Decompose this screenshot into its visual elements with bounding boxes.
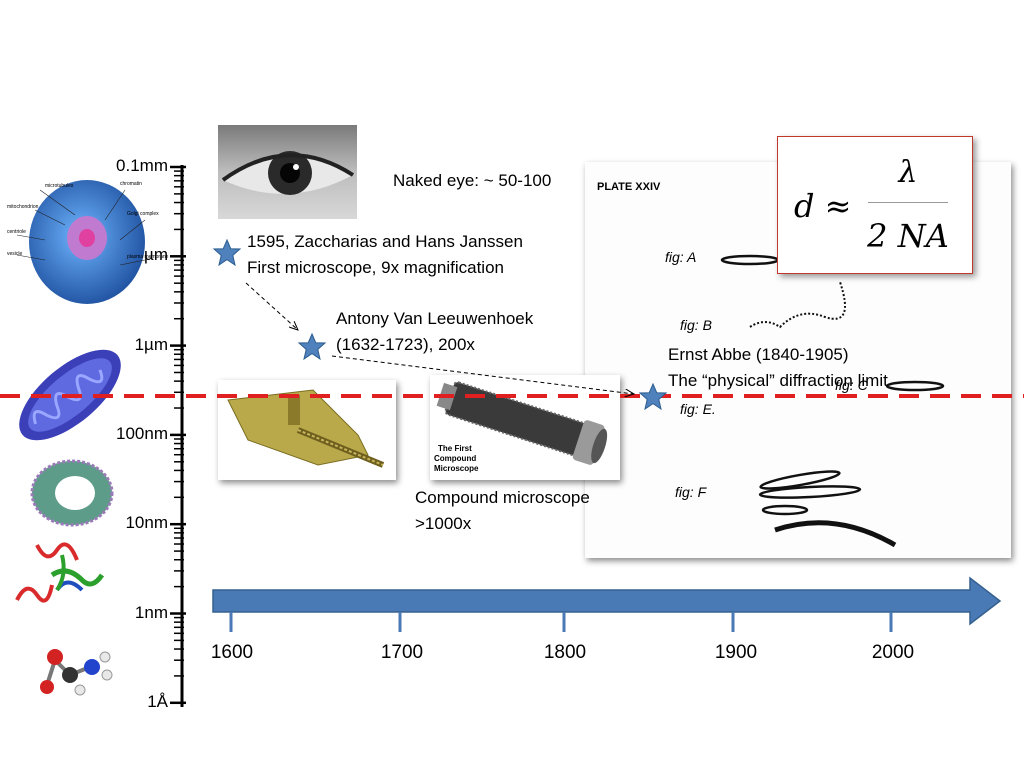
timeline-arrow [212, 576, 1002, 632]
formula-fraction-bar [868, 202, 948, 203]
diffraction-formula-box: d ≈ λ 2 NA [777, 136, 973, 274]
arrow-leeuwenhoek-to-abbe [331, 355, 634, 394]
compound-microscope-photo: The First Compound Microscope [430, 375, 620, 480]
scale-label: 1nm [134, 602, 168, 622]
leeuwenhoek-caption-line2: (1632-1723), 200x [336, 335, 475, 354]
svg-text:centriole: centriole [7, 229, 26, 235]
formula-numerator: λ [898, 155, 918, 190]
svg-text:Golgi complex: Golgi complex [127, 211, 159, 217]
plate-title: PLATE XXIV [597, 181, 661, 193]
scale-label: 0.1mm [116, 156, 168, 175]
svg-text:vesicle: vesicle [7, 251, 23, 257]
protein-image [12, 535, 107, 615]
cell-diagram: microtubules mitochondrion centriole ves… [5, 170, 170, 315]
scale-label: 1Å [147, 691, 168, 711]
svg-text:plasma membrane: plasma membrane [127, 254, 169, 260]
scale-axis [170, 165, 186, 707]
leeuwenhoek-caption-line1: Antony Van Leeuwenhoek [336, 309, 534, 328]
compound-caption: Compound microscope >1000x [415, 485, 590, 537]
compound-photo-label-2: Compound [434, 454, 476, 463]
svg-text:mitochondrion: mitochondrion [7, 204, 39, 210]
janssen-caption-line2: First microscope, 9x magnification [247, 258, 504, 277]
abbe-caption-line2: The “physical” diffraction limit [668, 371, 888, 390]
janssen-caption: 1595, Zaccharias and Hans Janssen First … [247, 229, 523, 281]
svg-text:chromatin: chromatin [120, 181, 142, 187]
leeuwenhoek-caption: Antony Van Leeuwenhoek (1632-1723), 200x [336, 306, 533, 358]
naked-eye-label: Naked eye: ~ 50-100 [393, 171, 552, 190]
year-1600: 1600 [210, 642, 254, 663]
eye-photo [218, 125, 357, 219]
svg-text:fig: F: fig: F [675, 484, 708, 500]
scale-label: 10nm [125, 513, 168, 533]
star-abbe-icon [638, 382, 668, 411]
svg-text:fig: A: fig: A [665, 249, 696, 265]
simple-microscope-photo [218, 380, 396, 480]
formula-lhs: d ≈ [794, 187, 852, 225]
year-2000: 2000 [871, 642, 915, 663]
abbe-caption: Ernst Abbe (1840-1905) The “physical” di… [668, 342, 888, 394]
svg-text:fig: E.: fig: E. [680, 401, 716, 417]
nuclear-pore-image [25, 455, 120, 530]
star-janssen-icon [212, 238, 242, 267]
svg-text:fig: B: fig: B [680, 317, 712, 333]
year-1900: 1900 [714, 642, 758, 663]
year-1700: 1700 [380, 642, 424, 663]
scale-label: 100nm [116, 423, 168, 443]
compound-caption-line2: >1000x [415, 514, 472, 533]
svg-text:microtubules: microtubules [45, 183, 74, 189]
scale-label: 1µm [134, 334, 168, 354]
compound-photo-label-1: The First [438, 444, 472, 453]
compound-photo-label-3: Microscope [434, 464, 479, 473]
star-leeuwenhoek-icon [297, 332, 327, 361]
year-1800: 1800 [543, 642, 587, 663]
svg-text:fig: C: fig: C [835, 377, 869, 393]
arrow-janssen-to-leeuwenhoek [245, 282, 298, 330]
abbe-caption-line1: Ernst Abbe (1840-1905) [668, 345, 849, 364]
formula-denominator: 2 NA [867, 217, 949, 255]
molecule-image [35, 645, 115, 700]
compound-caption-line1: Compound microscope [415, 488, 590, 507]
janssen-caption-line1: 1595, Zaccharias and Hans Janssen [247, 232, 523, 251]
